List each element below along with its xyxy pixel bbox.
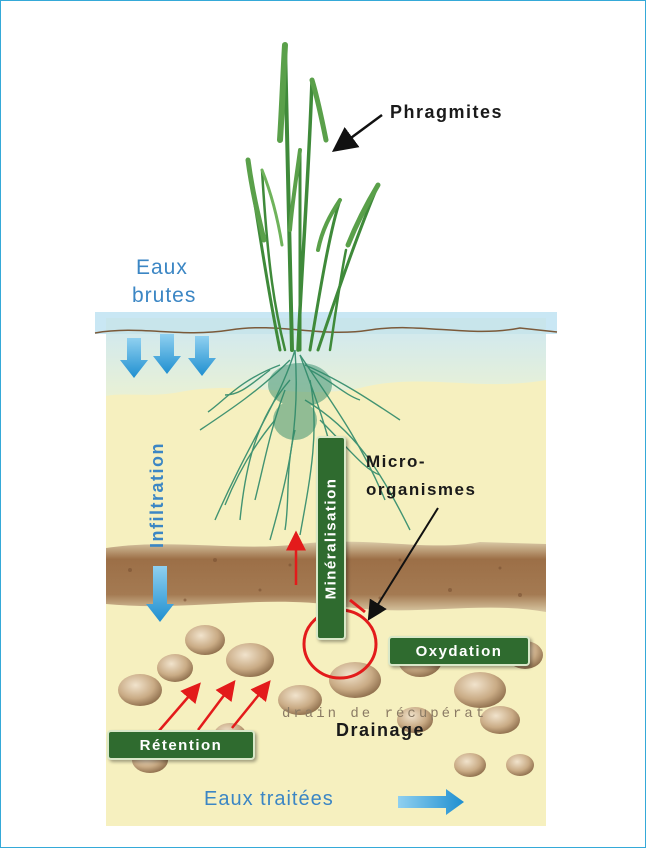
retention-tag: Rétention: [107, 730, 255, 760]
phragmites-plant: [248, 45, 378, 350]
infiltration-label: Infiltration: [147, 442, 168, 548]
eaux-traitees-label: Eaux traitées: [204, 788, 334, 811]
micro-organisms-label-line2: organismes: [366, 480, 476, 500]
retention-label: Rétention: [140, 737, 223, 754]
mineralisation-tag: Minéralisation: [316, 436, 346, 640]
mineralisation-label: Minéralisation: [323, 477, 340, 599]
phragmites-label: Phragmites: [390, 102, 503, 123]
drainage-label: Drainage: [336, 720, 425, 741]
phragmites-pointer: [340, 115, 382, 146]
micro-organisms-label-line1: Micro-: [366, 452, 426, 472]
oxydation-tag: Oxydation: [388, 636, 530, 666]
eaux-brutes-label-line2: brutes: [132, 284, 196, 308]
eaux-brutes-label-line1: Eaux: [136, 256, 188, 280]
oxydation-label: Oxydation: [416, 643, 503, 660]
